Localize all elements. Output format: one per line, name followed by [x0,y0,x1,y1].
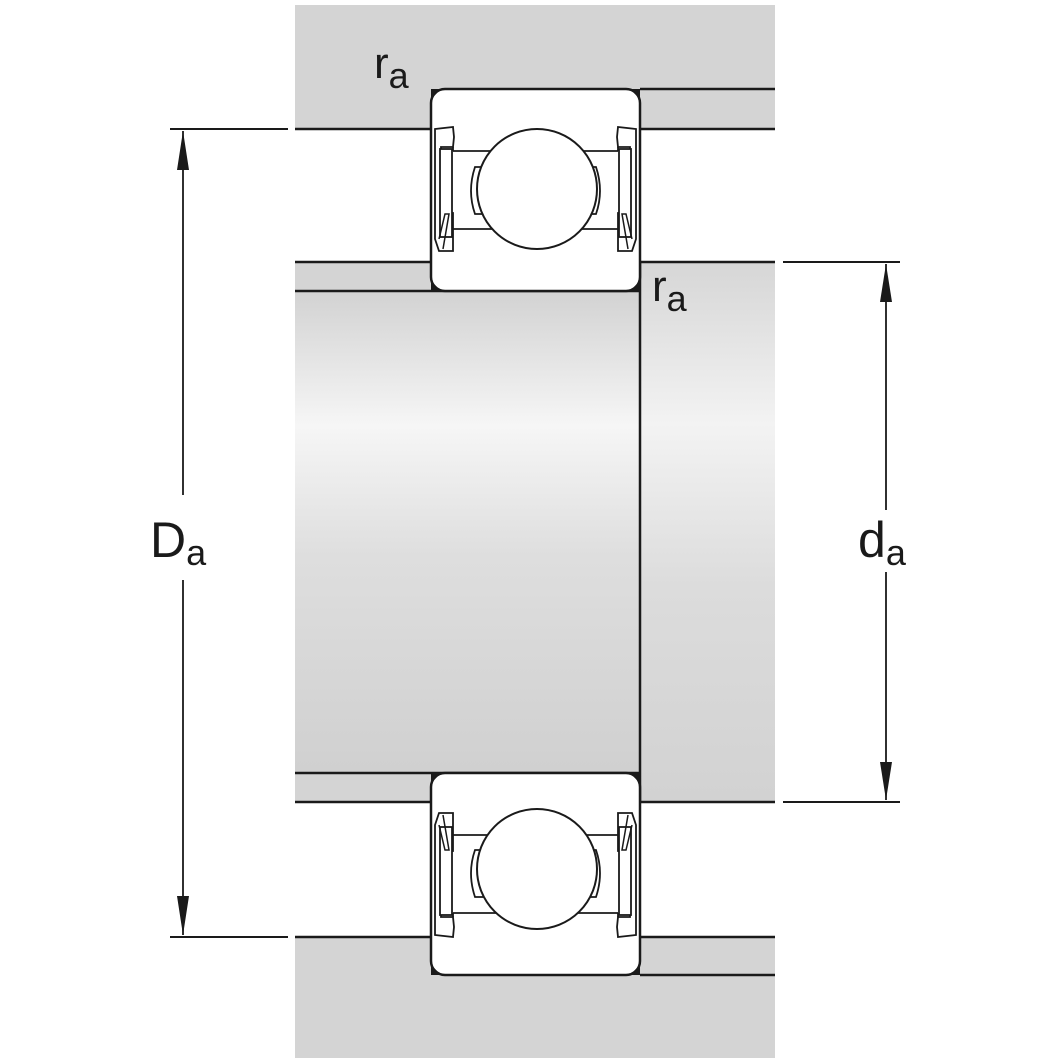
da-dimension-arrow [783,261,900,803]
arrow-up-icon [177,131,189,170]
lower-bearing-section [429,771,642,977]
label-ra-shaft: ra [652,262,688,319]
label-Da: Da [150,512,207,573]
label-da: da [858,512,907,573]
label-ra-housing: ra [374,39,410,96]
arrow-down-icon [880,762,892,800]
arrow-up-icon [880,264,892,302]
arrow-down-icon [177,896,189,935]
upper-bearing-section [429,87,642,293]
Da-dimension-arrow [170,128,288,938]
shaft [295,260,775,804]
